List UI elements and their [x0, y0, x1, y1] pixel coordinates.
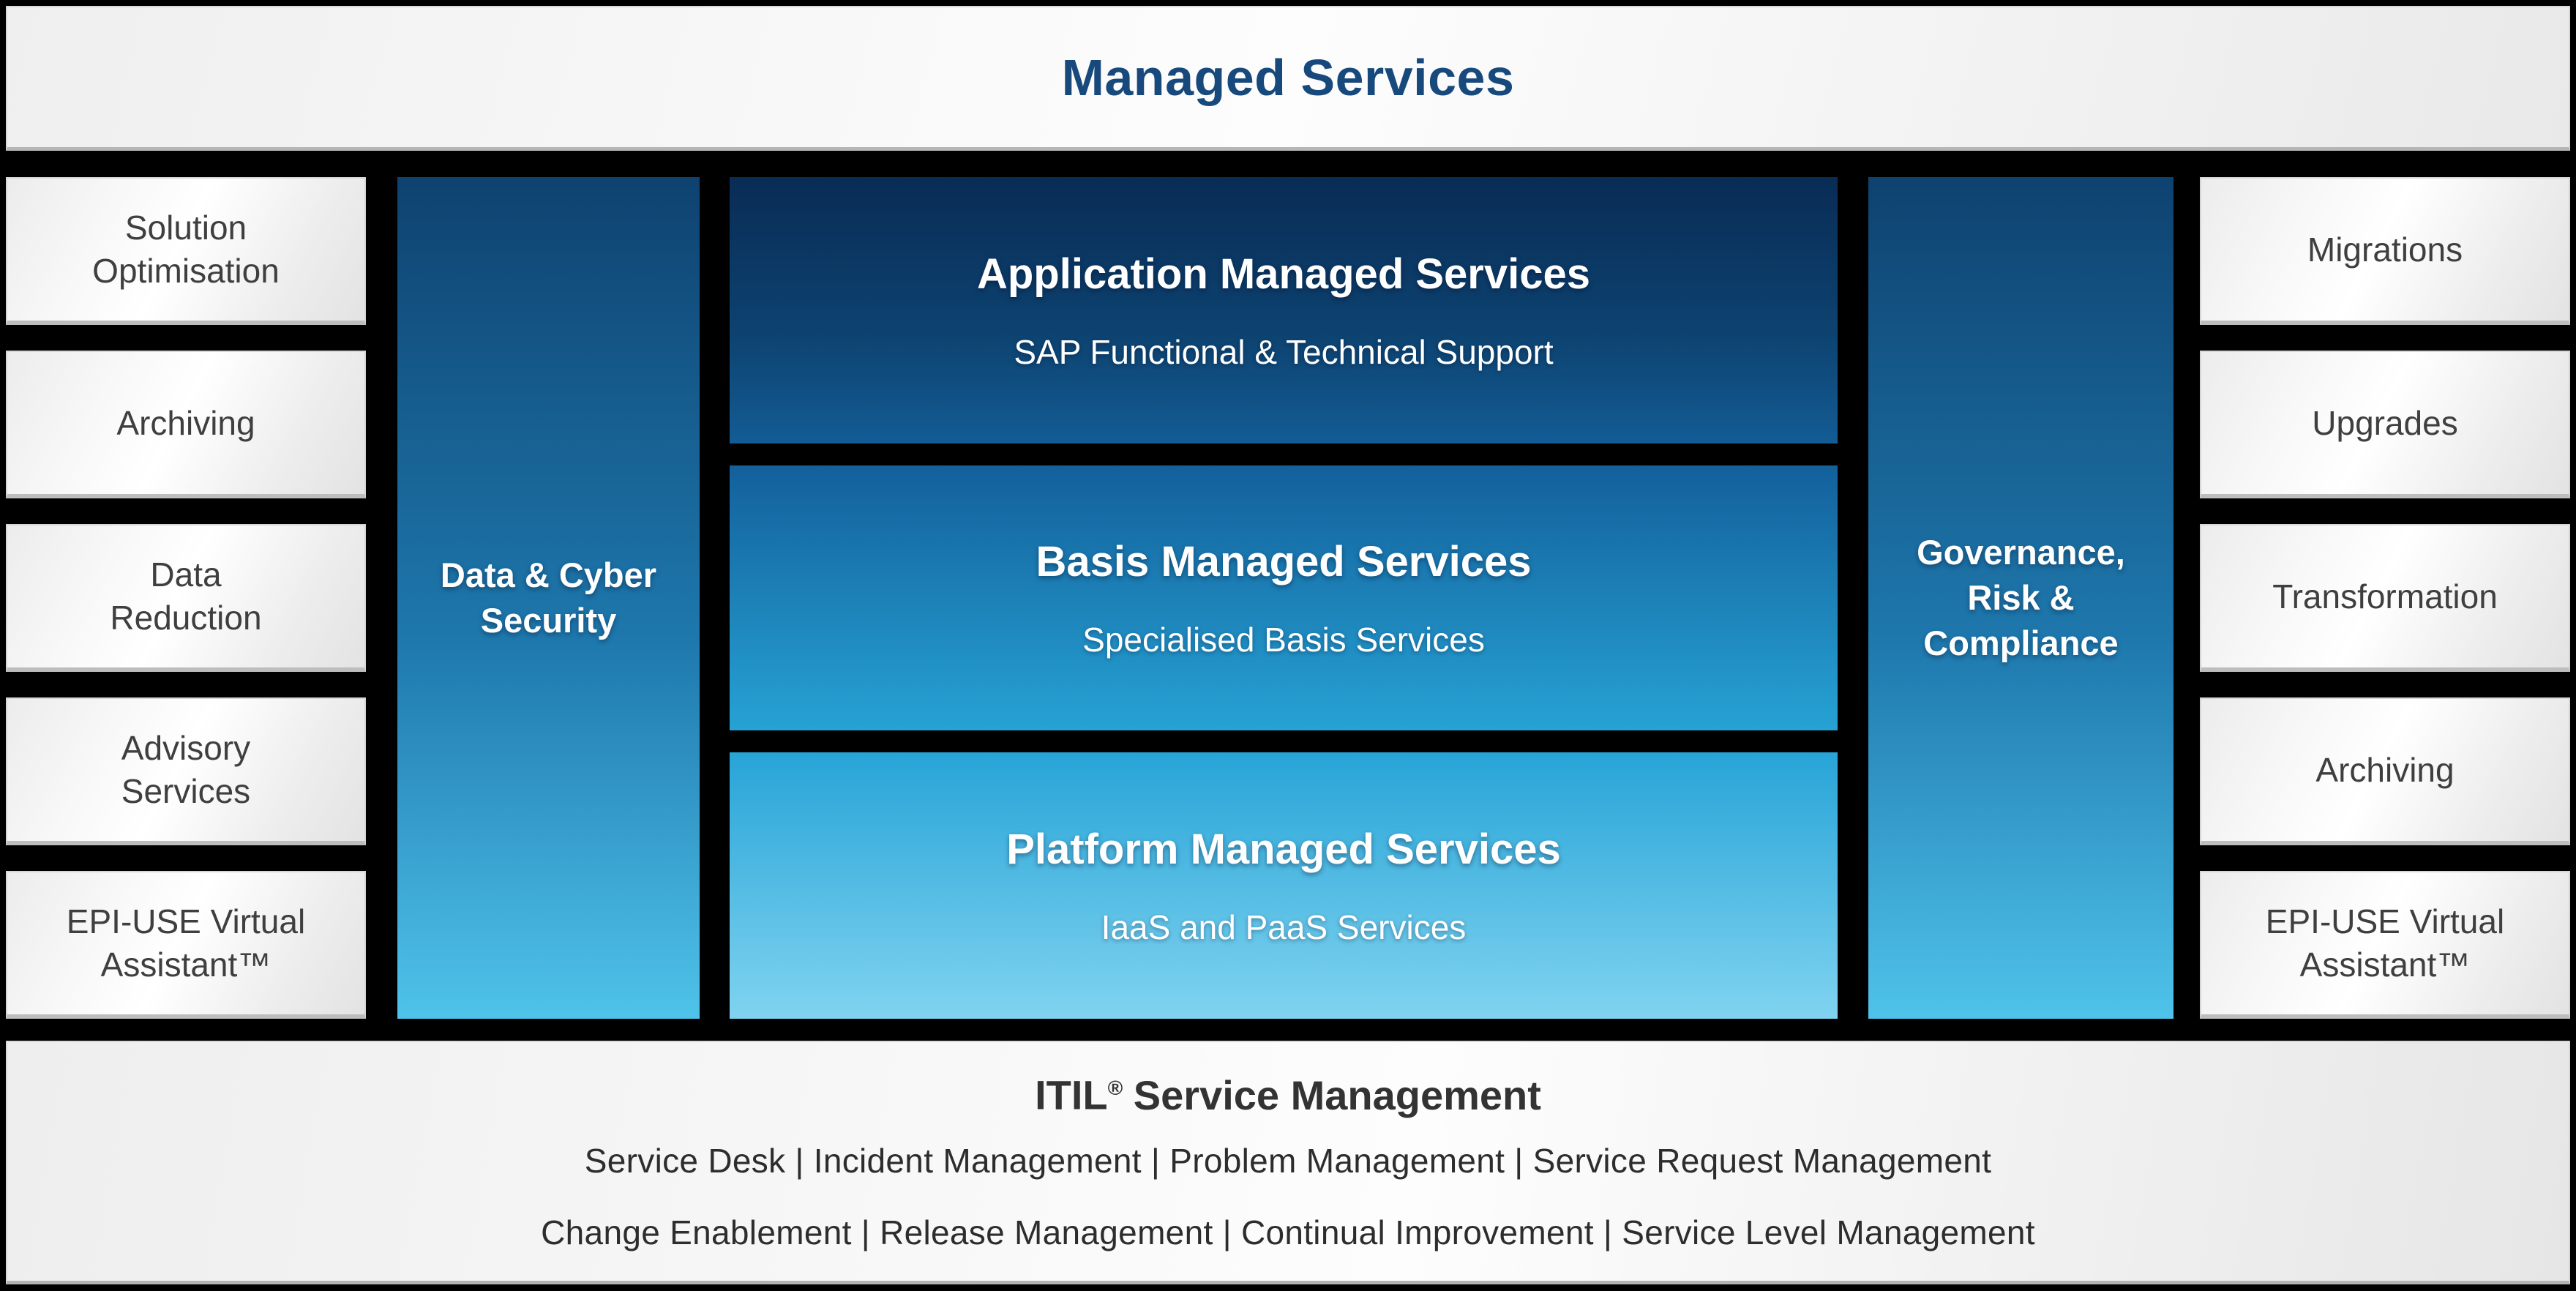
- right-box-archiving-label: Archiving: [2315, 750, 2455, 789]
- left-service-column: Solution Optimisation Archiving Data Red…: [6, 177, 366, 1019]
- left-box-epi-use-virtual-assistant: EPI-USE Virtual Assistant™: [6, 871, 366, 1019]
- right-box-archiving: Archiving: [2200, 697, 2570, 845]
- platform-managed-services-box: Platform Managed Services IaaS and PaaS …: [730, 752, 1838, 1019]
- itil-row-1: Service Desk | Incident Management | Pro…: [584, 1141, 1992, 1180]
- right-box-epi-use-virtual-assistant-label: EPI-USE Virtual Assistant™: [2265, 902, 2505, 984]
- center-services-stack: Application Managed Services SAP Functio…: [730, 177, 1838, 1019]
- right-box-upgrades: Upgrades: [2200, 351, 2570, 498]
- data-cyber-security-pillar: Data & Cyber Security: [397, 177, 700, 1019]
- application-managed-services-box: Application Managed Services SAP Functio…: [730, 177, 1838, 444]
- right-service-column: Migrations Upgrades Transformation Archi…: [2200, 177, 2570, 1019]
- basis-managed-services-subtitle: Specialised Basis Services: [1082, 620, 1485, 659]
- application-managed-services-title: Application Managed Services: [976, 250, 1591, 298]
- left-box-advisory-services: Advisory Services: [6, 697, 366, 845]
- application-managed-services-subtitle: SAP Functional & Technical Support: [1014, 332, 1554, 371]
- basis-managed-services-box: Basis Managed Services Specialised Basis…: [730, 465, 1838, 730]
- right-box-migrations: Migrations: [2200, 177, 2570, 325]
- left-box-advisory-services-label: Advisory Services: [121, 729, 251, 810]
- itil-title-suffix: Service Management: [1133, 1071, 1541, 1118]
- left-box-archiving: Archiving: [6, 351, 366, 498]
- platform-managed-services-subtitle: IaaS and PaaS Services: [1101, 908, 1467, 946]
- right-box-transformation: Transformation: [2200, 524, 2570, 672]
- left-box-data-reduction: Data Reduction: [6, 524, 366, 672]
- data-cyber-security-label: Data & Cyber Security: [440, 555, 657, 640]
- page-title: Managed Services: [1061, 48, 1515, 106]
- right-box-epi-use-virtual-assistant: EPI-USE Virtual Assistant™: [2200, 871, 2570, 1019]
- left-box-solution-optimisation-label: Solution Optimisation: [92, 209, 280, 290]
- left-box-solution-optimisation: Solution Optimisation: [6, 177, 366, 325]
- governance-risk-compliance-pillar: Governance, Risk & Compliance: [1868, 177, 2174, 1019]
- governance-risk-compliance-label: Governance, Risk & Compliance: [1917, 532, 2125, 663]
- itil-row-2: Change Enablement | Release Management |…: [541, 1213, 2035, 1251]
- platform-managed-services-title: Platform Managed Services: [1006, 825, 1561, 873]
- registered-trademark-symbol: ®: [1107, 1077, 1123, 1099]
- right-box-transformation-label: Transformation: [2272, 577, 2498, 615]
- itil-title: ITIL® Service Management: [7, 1042, 2569, 1120]
- left-box-epi-use-virtual-assistant-label: EPI-USE Virtual Assistant™: [66, 902, 306, 984]
- right-box-upgrades-label: Upgrades: [2312, 403, 2458, 442]
- header-band: Managed Services: [6, 6, 2570, 151]
- left-box-archiving-label: Archiving: [116, 403, 255, 442]
- left-box-data-reduction-label: Data Reduction: [110, 555, 262, 637]
- right-box-migrations-label: Migrations: [2307, 230, 2463, 269]
- itil-service-management-band: ITIL® Service Management Service Desk | I…: [6, 1041, 2570, 1284]
- basis-managed-services-title: Basis Managed Services: [1036, 537, 1532, 585]
- itil-title-prefix: ITIL: [1035, 1071, 1108, 1118]
